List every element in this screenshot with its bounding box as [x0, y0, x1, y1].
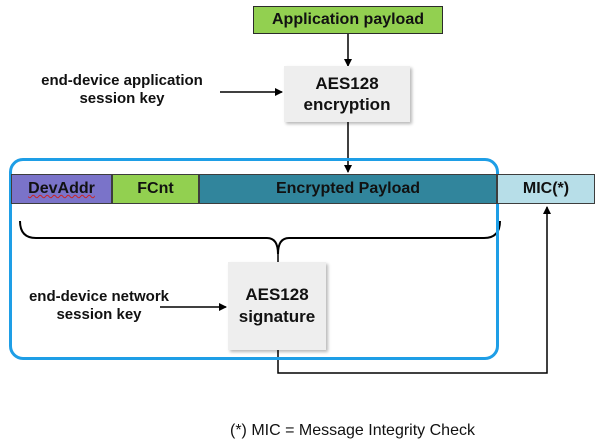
application-payload-label: Application payload [271, 11, 424, 28]
devaddr-label: DevAddr [28, 180, 95, 197]
encrypted-payload-label: Encrypted Payload [275, 180, 421, 197]
signed-region-highlight [9, 158, 499, 360]
signature-line2: signature [238, 307, 316, 326]
nwk-session-key-label: end-device network session key [28, 288, 170, 323]
footnote: (*) MIC = Message Integrity Check [230, 422, 475, 439]
encryption-line1: AES128 [315, 74, 379, 93]
encrypted-payload-field: Encrypted Payload [199, 174, 497, 204]
mic-label: MIC(*) [522, 180, 570, 197]
mic-field: MIC(*) [497, 174, 595, 204]
arrow-signature-to-mic [277, 206, 551, 374]
encryption-line2: encryption [303, 95, 391, 114]
devaddr-field: DevAddr [11, 174, 112, 204]
application-payload-box: Application payload [253, 6, 443, 34]
fcnt-field: FCnt [112, 174, 199, 204]
aes128-signature-box: AES128 signature [228, 262, 326, 350]
app-session-key-label: end-device application session key [41, 72, 203, 107]
aes128-encryption-box: AES128 encryption [284, 66, 410, 122]
fcnt-label: FCnt [137, 180, 174, 197]
signature-line1: AES128 [245, 285, 309, 304]
